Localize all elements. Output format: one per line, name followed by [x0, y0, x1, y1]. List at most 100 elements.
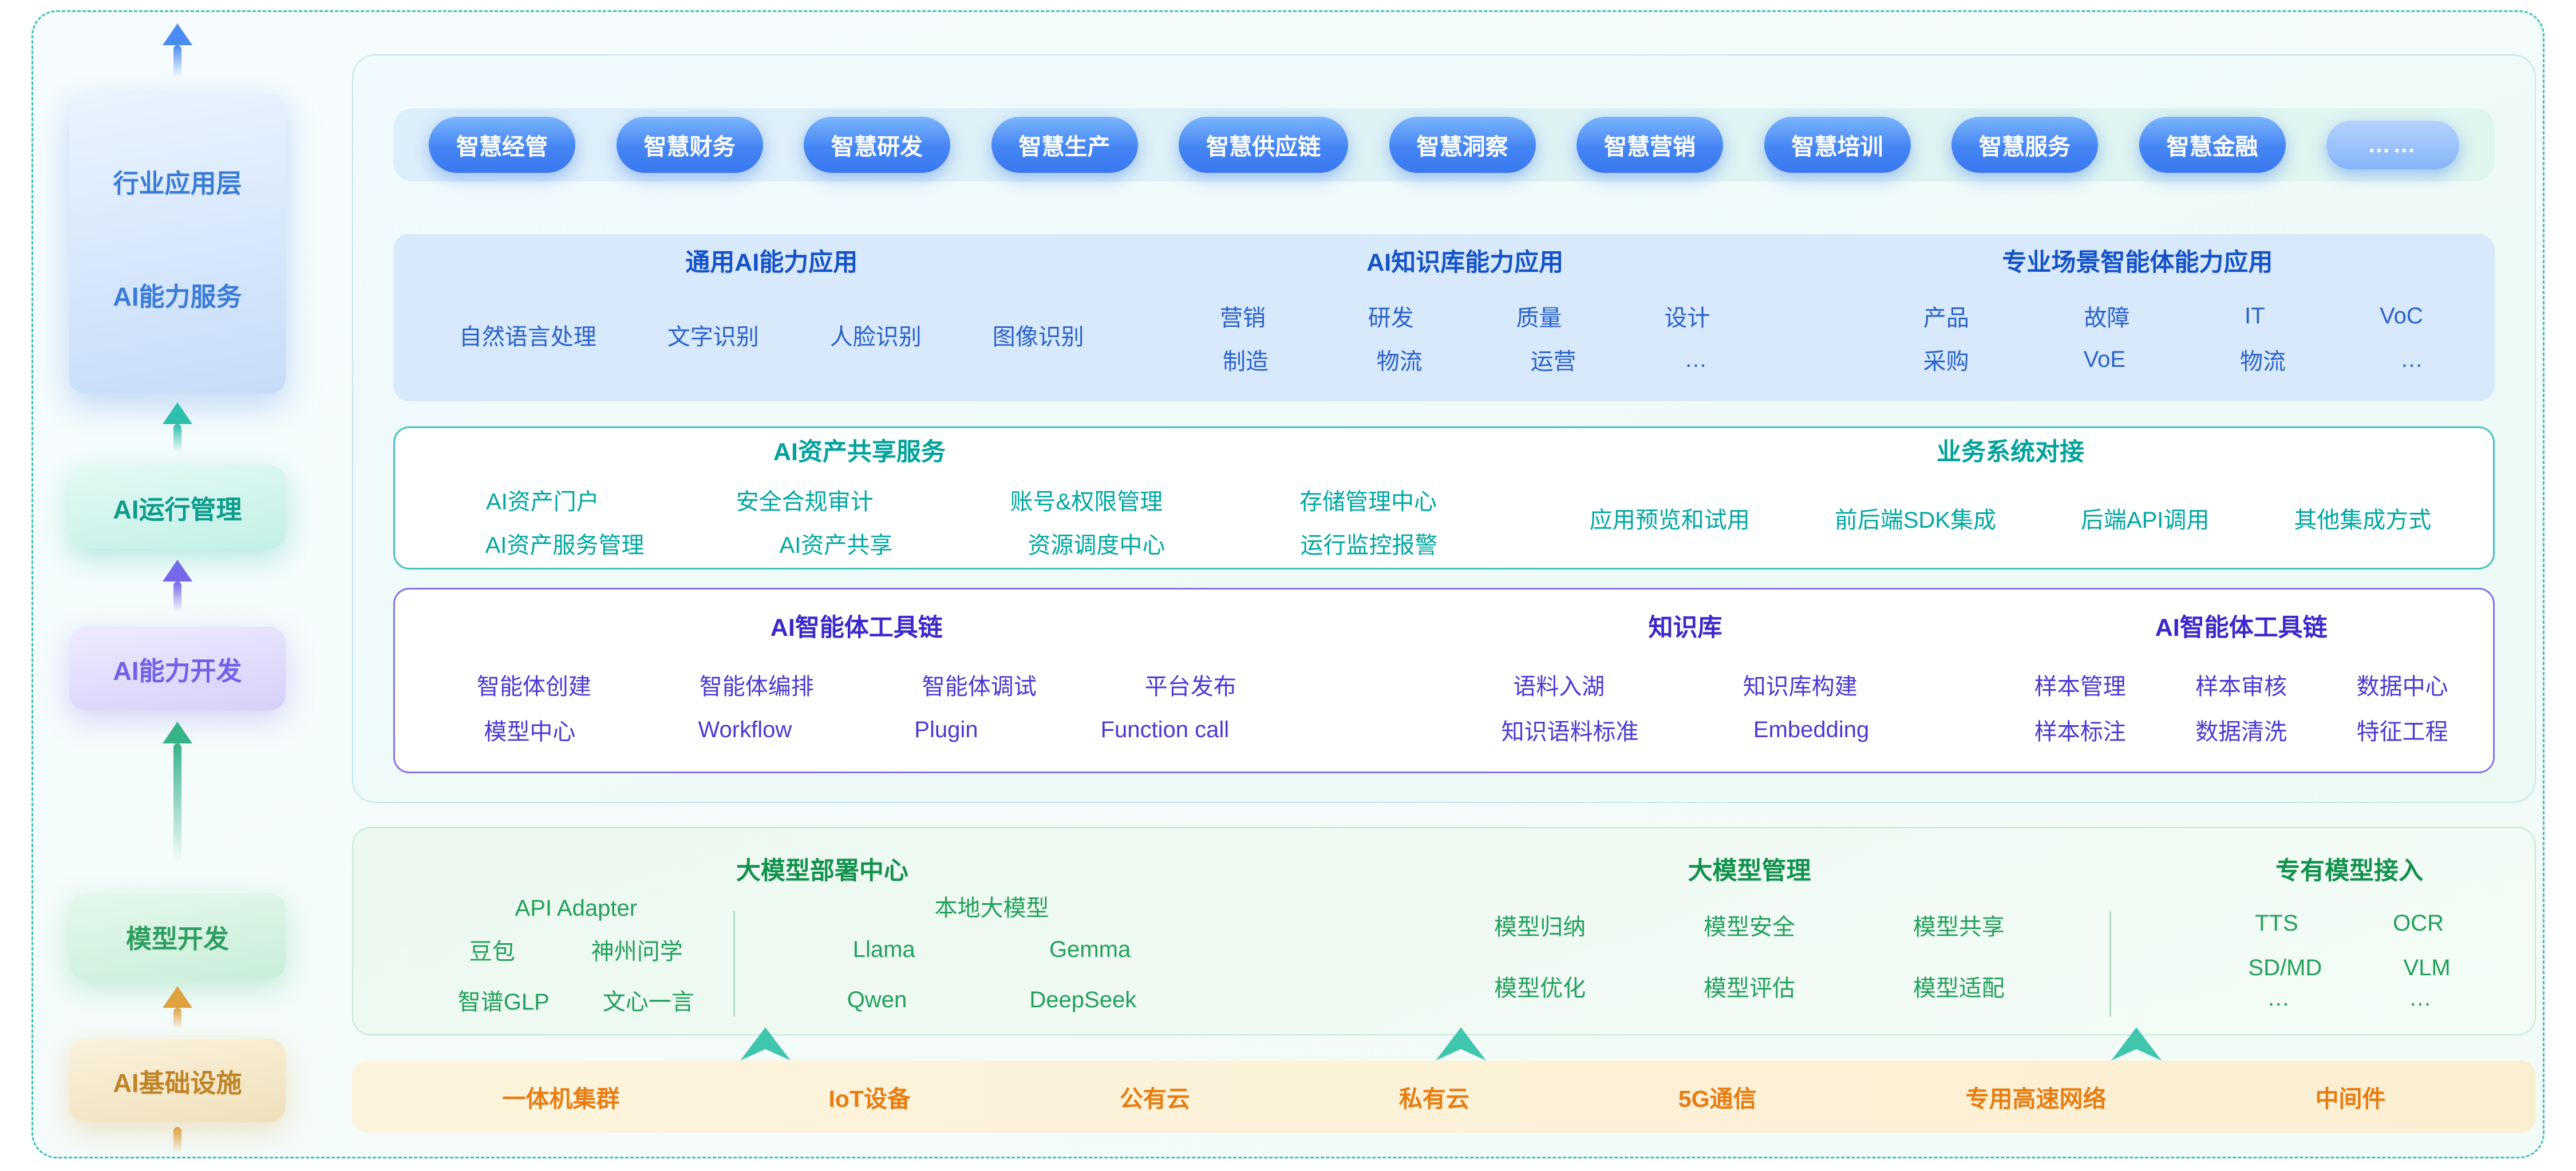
capability-item: … — [2400, 346, 2424, 372]
agent-toolchain-section: AI智能体工具链 智能体创建 智能体编排 智能体调试 平台发布 模型中心 Wor… — [393, 588, 2495, 773]
capability-item: 特征工程 — [2356, 719, 2448, 745]
up-arrow-icon — [163, 560, 192, 617]
model-item: 模型安全 — [1704, 915, 1796, 940]
infra-item: IoT设备 — [828, 1086, 911, 1112]
capability-item: 样本标注 — [2034, 719, 2126, 745]
model-item: TTS — [2255, 910, 2298, 936]
arrow-tail — [173, 1127, 181, 1153]
item-row: 样本标注 数据清洗 特征工程 — [1989, 713, 2493, 747]
capability-item: 运营 — [1530, 349, 1577, 374]
industry-pill: 智慧营销 — [1577, 117, 1723, 173]
industry-pill: 智慧经管 — [429, 117, 575, 173]
model-item: … — [2408, 985, 2432, 1011]
capability-item: … — [1684, 346, 1708, 372]
model-item: DeepSeek — [1029, 987, 1137, 1012]
item-row: 模型归纳 模型安全 模型共享 — [1422, 908, 2076, 942]
layer-model-development: 模型开发 — [69, 893, 286, 979]
item-row: 制造 物流 运营 … — [1150, 342, 1780, 377]
infra-item: 公有云 — [1119, 1086, 1190, 1112]
capability-item: 物流 — [2240, 349, 2286, 374]
capability-item: 自然语言处理 — [459, 325, 596, 350]
up-arrow-icon — [163, 722, 192, 882]
capability-item: 前后端SDK集成 — [1834, 508, 1996, 533]
industry-pill: 智慧研发 — [804, 117, 950, 173]
model-item: OCR — [2393, 910, 2444, 936]
group-title: 大模型管理 — [1688, 857, 1811, 885]
model-item: Llama — [852, 936, 915, 962]
layer-industry-app: 行业应用层 AI能力服务 — [69, 93, 286, 394]
item-row: 产品 故障 IT VoC — [1780, 299, 2495, 333]
architecture-diagram: 行业应用层 AI能力服务 AI运行管理 AI能力开发 模型开发 AI基础设施 智… — [31, 10, 2545, 1158]
item-row: 智谱GLP 文心一言 — [418, 983, 733, 1017]
capability-item: AI资产服务管理 — [485, 533, 645, 558]
item-row: 智能体创建 智能体编排 智能体调试 平台发布 — [395, 667, 1318, 702]
item-row: SD/MD VLM — [2207, 951, 2491, 985]
up-arrow-icon — [740, 1027, 791, 1061]
model-item: 神州问学 — [591, 939, 683, 964]
model-item: 模型共享 — [1913, 915, 2005, 940]
capability-item: 数据中心 — [2356, 674, 2448, 699]
model-item: Qwen — [847, 987, 907, 1012]
model-item: 文心一言 — [602, 990, 694, 1015]
model-item: VLM — [2403, 955, 2451, 980]
capability-item: 文字识别 — [667, 325, 759, 350]
capability-item: 研发 — [1368, 306, 1414, 331]
item-row: 模型优化 模型评估 模型适配 — [1422, 969, 2076, 1003]
model-section: 大模型部署中心 API Adapter 豆包 神州问学 智谱GLP 文心一言 本… — [352, 827, 2536, 1035]
capability-item: 平台发布 — [1144, 674, 1236, 699]
capability-item: 知识语料标准 — [1501, 719, 1639, 745]
capability-item: 数据清洗 — [2195, 719, 2287, 745]
capability-item: 样本审核 — [2195, 674, 2287, 699]
capability-item: 产品 — [1923, 306, 1969, 331]
up-arrow-icon — [163, 986, 192, 1033]
agent-toolchain-group: AI智能体工具链 智能体创建 智能体编排 智能体调试 平台发布 模型中心 Wor… — [395, 590, 1318, 772]
item-row: 营销 研发 质量 设计 — [1150, 299, 1780, 333]
item-row: 语料入湖 知识库构建 — [1423, 667, 1947, 702]
scenario-agent-group: 专业场景智能体能力应用 产品 故障 IT VoC 采购 VoE 物流 … — [1780, 234, 2495, 401]
infra-item: 专用高速网络 — [1965, 1086, 2107, 1112]
group-title: AI资产共享服务 — [773, 438, 946, 466]
item-row: Qwen DeepSeek — [758, 983, 1226, 1017]
capability-item: 资源调度中心 — [1028, 533, 1165, 558]
layer-label: AI能力服务 — [113, 282, 242, 311]
layer-ai-infrastructure: AI基础设施 — [69, 1039, 286, 1122]
industry-pill: 智慧财务 — [616, 117, 763, 173]
group-title: AI知识库能力应用 — [1366, 249, 1564, 276]
model-item: 智谱GLP — [457, 990, 550, 1015]
infrastructure-bar: 一体机集群 IoT设备 公有云 私有云 5G通信 专用高速网络 中间件 — [352, 1061, 2536, 1133]
local-model-subgroup: 本地大模型 Llama Gemma Qwen DeepSeek — [758, 828, 1226, 1034]
item-row: 知识语料标准 Embedding — [1423, 713, 1947, 747]
up-arrow-icon — [163, 23, 192, 82]
model-manage-group: 大模型管理 模型归纳 模型安全 模型共享 模型优化 模型评估 模型适配 — [1422, 828, 2076, 1034]
model-item: 模型评估 — [1704, 976, 1796, 1001]
capability-item: 智能体创建 — [476, 674, 591, 699]
industry-pill: 智慧培训 — [1764, 117, 1911, 173]
layer-label: 行业应用层 — [113, 169, 242, 199]
asset-share-group: AI资产共享服务 AI资产门户 安全合规审计 账号&权限管理 存储管理中心 AI… — [395, 428, 1528, 568]
item-row: AI资产门户 安全合规审计 账号&权限管理 存储管理中心 — [395, 482, 1528, 517]
capability-item: 存储管理中心 — [1299, 489, 1437, 515]
arrow-head — [163, 986, 192, 1008]
model-item: 模型归纳 — [1494, 915, 1586, 940]
item-row: 应用预览和试用 前后端SDK集成 后端API调用 其他集成方式 — [1528, 501, 2493, 535]
infra-item: 私有云 — [1398, 1086, 1469, 1112]
capability-item: 图像识别 — [992, 325, 1084, 350]
capability-item: 智能体编排 — [699, 674, 814, 699]
capability-item: 制造 — [1222, 349, 1269, 374]
divider — [2109, 911, 2111, 1016]
system-integration-group: 业务系统对接 应用预览和试用 前后端SDK集成 后端API调用 其他集成方式 — [1528, 428, 2493, 568]
capability-item: 知识库构建 — [1743, 674, 1858, 699]
item-row: 样本管理 样本审核 数据中心 — [1989, 667, 2493, 702]
capability-item: Function call — [1100, 717, 1230, 742]
capability-item: 物流 — [1376, 349, 1423, 374]
capability-item: 采购 — [1923, 349, 1969, 374]
model-item: … — [2267, 985, 2290, 1011]
capability-item: Embedding — [1753, 717, 1870, 742]
capability-item: 营销 — [1219, 306, 1266, 331]
capability-item: AI资产门户 — [486, 489, 599, 515]
up-arrow-icon — [2111, 1027, 2162, 1061]
item-row: 采购 VoE 物流 … — [1780, 342, 2495, 377]
capability-item: 人脸识别 — [829, 325, 922, 350]
capability-item: Workflow — [698, 717, 792, 742]
knowledge-ai-group: AI知识库能力应用 营销 研发 质量 设计 制造 物流 运营 … — [1150, 234, 1780, 401]
